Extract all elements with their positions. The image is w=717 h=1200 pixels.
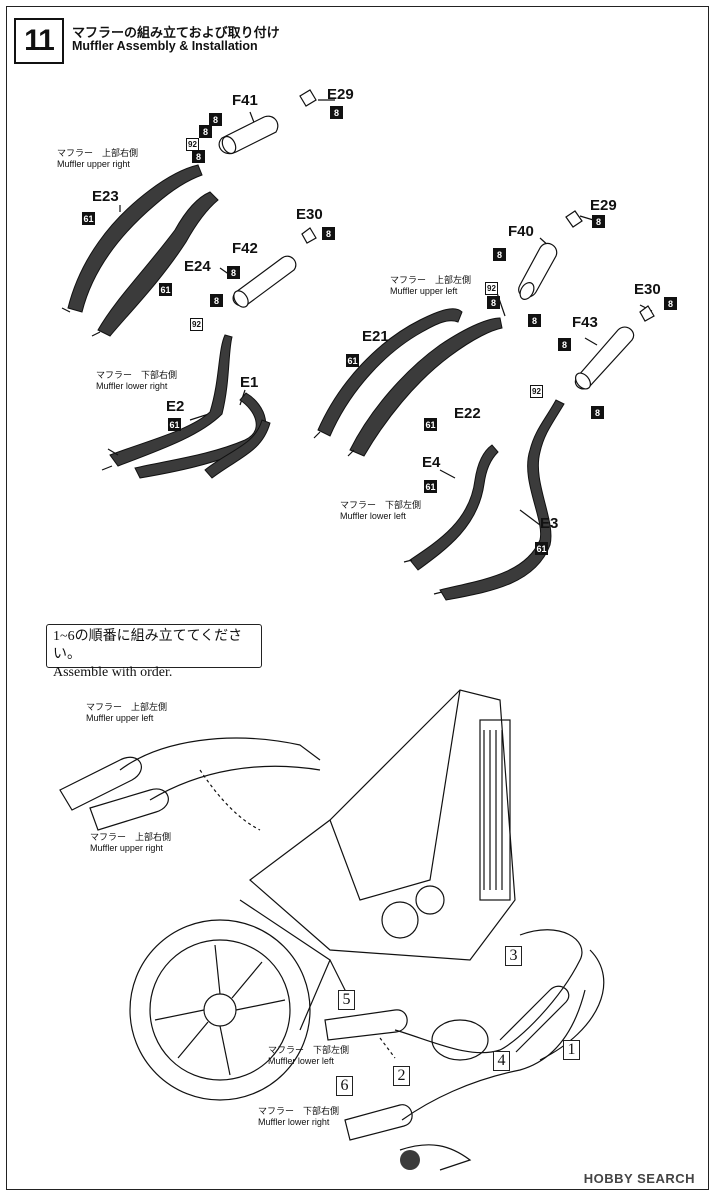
label-lower-right: マフラー 下部右側 Muffler lower right	[96, 370, 177, 392]
part-E21: E21	[362, 328, 389, 345]
step-number: 11	[14, 18, 64, 64]
part-E4: E4	[422, 454, 441, 471]
label-upper-right-jp: マフラー 上部右側	[57, 148, 139, 158]
paint-chip-8: 8	[591, 406, 604, 419]
label-upper-left-jp: マフラー 上部左側	[390, 275, 472, 285]
part-E29-right: E29	[327, 86, 354, 103]
paint-chip-8: 8	[209, 113, 222, 126]
part-E22: E22	[454, 405, 481, 422]
label-assembly-upper-left-en: Muffler upper left	[86, 713, 154, 723]
order-number-3: 3	[505, 946, 522, 966]
paint-chip-8: 8	[487, 296, 500, 309]
label-assembly-upper-left: マフラー 上部左側 Muffler upper left	[86, 702, 167, 724]
paint-chip-61: 61	[535, 542, 548, 555]
watermark: HOBBY SEARCH	[583, 1171, 695, 1186]
order-number-4: 4	[493, 1051, 510, 1071]
label-assembly-lower-right-en: Muffler lower right	[258, 1117, 330, 1127]
label-lower-left-jp: マフラー 下部左側	[340, 500, 422, 510]
paint-chip-8: 8	[664, 297, 677, 310]
label-assembly-lower-left: マフラー 下部左側 Muffler lower left	[268, 1045, 349, 1067]
order-number-6: 6	[336, 1076, 353, 1096]
paint-chip-8: 8	[330, 106, 343, 119]
assembly-order-note: 1~6の順番に組み立ててください。 Assemble with order.	[46, 624, 262, 680]
order-number-2: 2	[393, 1066, 410, 1086]
part-E29-left: E29	[590, 197, 617, 214]
step-title-en: Muffler Assembly & Installation	[72, 39, 258, 53]
paint-chip-61: 61	[159, 283, 172, 296]
paint-chip-8: 8	[558, 338, 571, 351]
paint-chip-61: 61	[168, 418, 181, 431]
paint-chip-92: 92	[530, 385, 543, 398]
note-jp: 1~6の順番に組み立ててください。	[53, 629, 243, 662]
part-F43: F43	[572, 314, 598, 331]
part-E3: E3	[540, 515, 559, 532]
paint-chip-61: 61	[424, 480, 437, 493]
paint-chip-61: 61	[346, 354, 359, 367]
label-upper-left: マフラー 上部左側 Muffler upper left	[390, 275, 471, 297]
label-upper-right: マフラー 上部右側 Muffler upper right	[57, 148, 138, 170]
label-assembly-lower-right-jp: マフラー 下部右側	[258, 1106, 340, 1116]
part-F40: F40	[508, 223, 534, 240]
label-upper-right-en: Muffler upper right	[57, 159, 130, 169]
label-lower-right-jp: マフラー 下部右側	[96, 370, 178, 380]
order-number-1: 1	[563, 1040, 580, 1060]
paint-chip-61: 61	[424, 418, 437, 431]
paint-chip-8: 8	[493, 248, 506, 261]
label-lower-right-en: Muffler lower right	[96, 381, 168, 391]
part-E1: E1	[240, 374, 259, 391]
label-lower-left: マフラー 下部左側 Muffler lower left	[340, 500, 421, 522]
part-E30-right: E30	[296, 206, 323, 223]
label-assembly-upper-left-jp: マフラー 上部左側	[86, 702, 168, 712]
label-assembly-upper-right-jp: マフラー 上部右側	[90, 832, 172, 842]
paint-chip-61: 61	[82, 212, 95, 225]
label-assembly-lower-left-en: Muffler lower left	[268, 1056, 334, 1066]
label-upper-left-en: Muffler upper left	[390, 286, 458, 296]
part-E30-left: E30	[634, 281, 661, 298]
paint-chip-92: 92	[485, 282, 498, 295]
paint-chip-8: 8	[227, 266, 240, 279]
label-lower-left-en: Muffler lower left	[340, 511, 406, 521]
note-en: Assemble with order.	[53, 665, 173, 680]
paint-chip-8: 8	[592, 215, 605, 228]
label-assembly-upper-right-en: Muffler upper right	[90, 843, 163, 853]
part-F42: F42	[232, 240, 258, 257]
paint-chip-8: 8	[528, 314, 541, 327]
order-number-5: 5	[338, 990, 355, 1010]
step-title-jp: マフラーの組み立ておよび取り付け	[72, 25, 280, 40]
paint-chip-92: 92	[190, 318, 203, 331]
paint-chip-8: 8	[210, 294, 223, 307]
label-assembly-lower-right: マフラー 下部右側 Muffler lower right	[258, 1106, 339, 1128]
paint-chip-8: 8	[192, 150, 205, 163]
part-E23: E23	[92, 188, 119, 205]
page-frame	[6, 6, 709, 1190]
paint-chip-8: 8	[322, 227, 335, 240]
part-E2: E2	[166, 398, 185, 415]
label-assembly-upper-right: マフラー 上部右側 Muffler upper right	[90, 832, 171, 854]
paint-chip-8: 8	[199, 125, 212, 138]
label-assembly-lower-left-jp: マフラー 下部左側	[268, 1045, 350, 1055]
part-E24: E24	[184, 258, 211, 275]
part-F41: F41	[232, 92, 258, 109]
